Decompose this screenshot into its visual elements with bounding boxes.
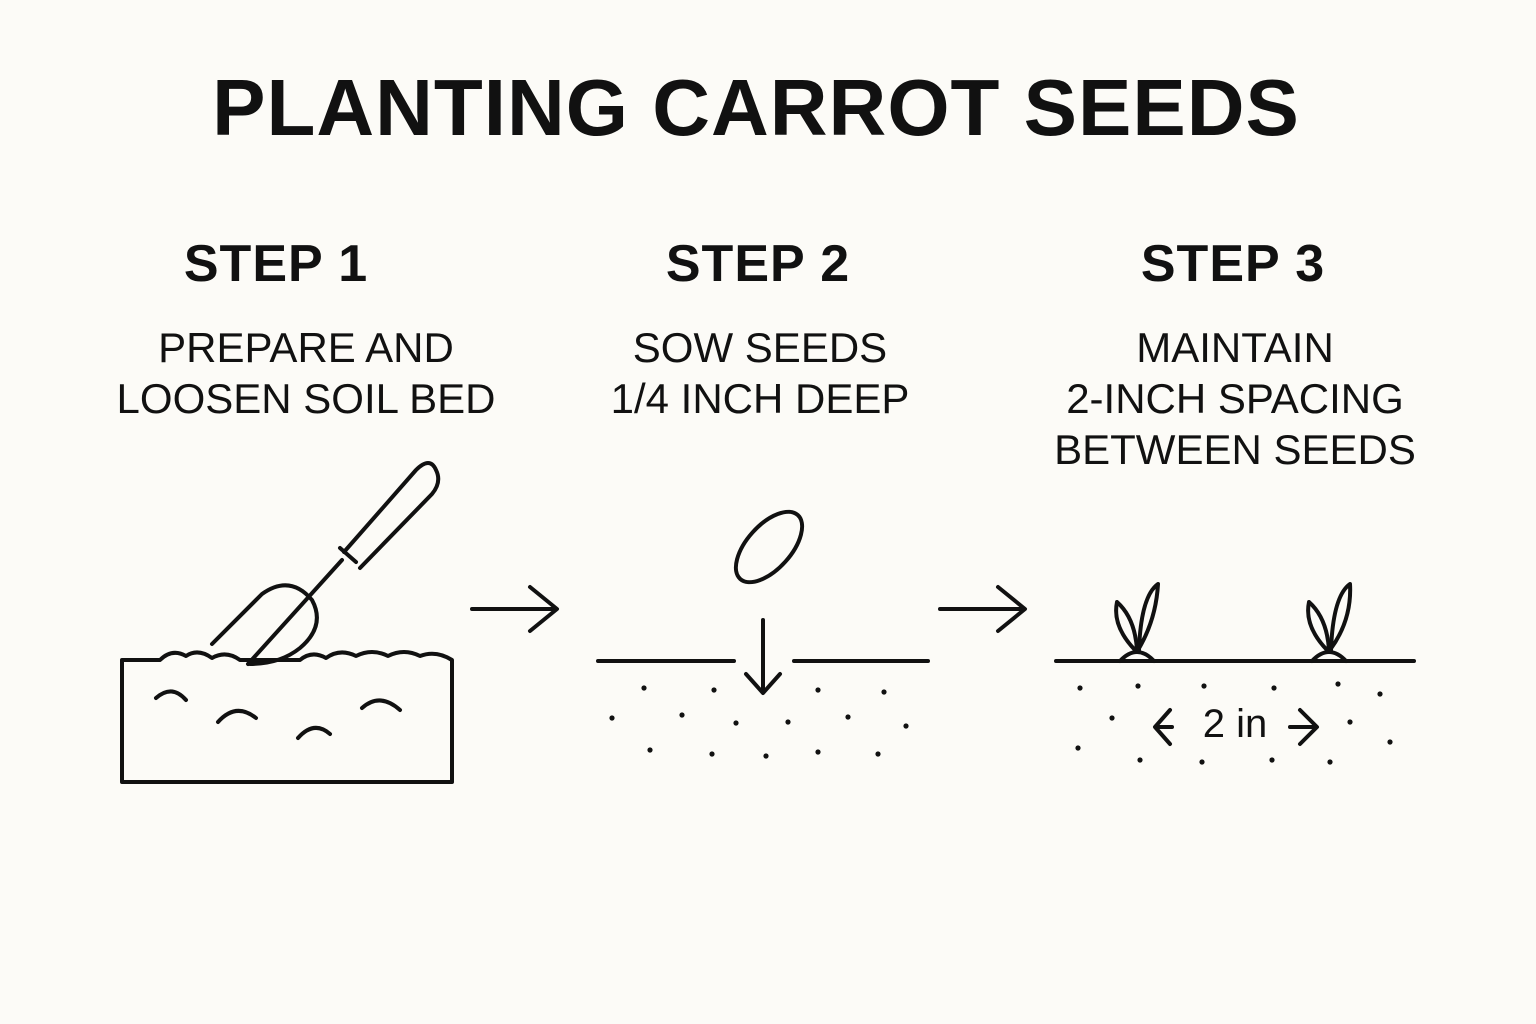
arrow-left-icon — [1153, 708, 1174, 746]
soil-dots — [609, 685, 909, 759]
arrow-right-icon — [1288, 708, 1319, 746]
soil-dots — [1075, 681, 1393, 765]
spacing-label: 2 in — [1202, 702, 1268, 746]
step-2-line-2: 1/4 INCH DEEP — [610, 375, 910, 422]
step-2-heading: STEP 2 — [665, 235, 851, 293]
sprout-left — [1114, 582, 1160, 663]
carrot-seed — [733, 509, 805, 585]
garden-trowel-in-soil-icon — [120, 461, 454, 784]
down-arrow-head — [744, 672, 782, 695]
soil-clump-1 — [154, 689, 188, 702]
step-3-description: MAINTAIN 2-INCH SPACING BETWEEN SEEDS — [1015, 322, 1455, 475]
seed-dropping-into-soil-icon — [596, 509, 930, 759]
sprouts-with-spacing-icon — [1054, 582, 1416, 765]
step-2-line-1: SOW SEEDS — [632, 324, 888, 371]
sprout-right — [1306, 582, 1353, 663]
trowel-handle — [342, 461, 441, 570]
soil-clump-3 — [296, 726, 332, 740]
step-2-description: SOW SEEDS 1/4 INCH DEEP — [540, 322, 980, 424]
trowel-shaft — [246, 558, 344, 666]
soil-clump-4 — [360, 698, 402, 712]
step-3-line-2: 2-INCH SPACING — [1066, 375, 1404, 422]
step-1-heading: STEP 1 — [183, 235, 369, 293]
arrow-right-icon — [470, 585, 559, 633]
step-3-heading: STEP 3 — [1140, 235, 1326, 293]
arrow-right-icon — [938, 585, 1027, 633]
soil-clump-2 — [216, 709, 258, 724]
trowel-collar — [338, 546, 358, 564]
soil-bed-box — [120, 650, 454, 784]
step-3-line-3: BETWEEN SEEDS — [1054, 426, 1416, 473]
page-title: PLANTING CARROT SEEDS — [212, 63, 1300, 152]
step-1-line-1: PREPARE AND — [158, 324, 454, 371]
step-1-line-2: LOOSEN SOIL BED — [116, 375, 496, 422]
trowel-blade — [210, 583, 319, 666]
step-1-description: PREPARE AND LOOSEN SOIL BED — [86, 322, 526, 424]
step-3-line-1: MAINTAIN — [1136, 324, 1334, 371]
